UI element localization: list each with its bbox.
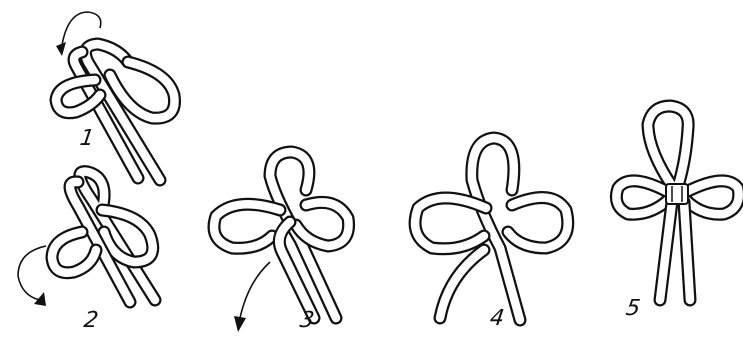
- step-5-drawing: [616, 106, 738, 300]
- step-3-drawing: [214, 152, 349, 332]
- step-4-drawing: [415, 138, 568, 320]
- step-1-drawing: [56, 12, 175, 180]
- step-2-drawing: [18, 172, 155, 306]
